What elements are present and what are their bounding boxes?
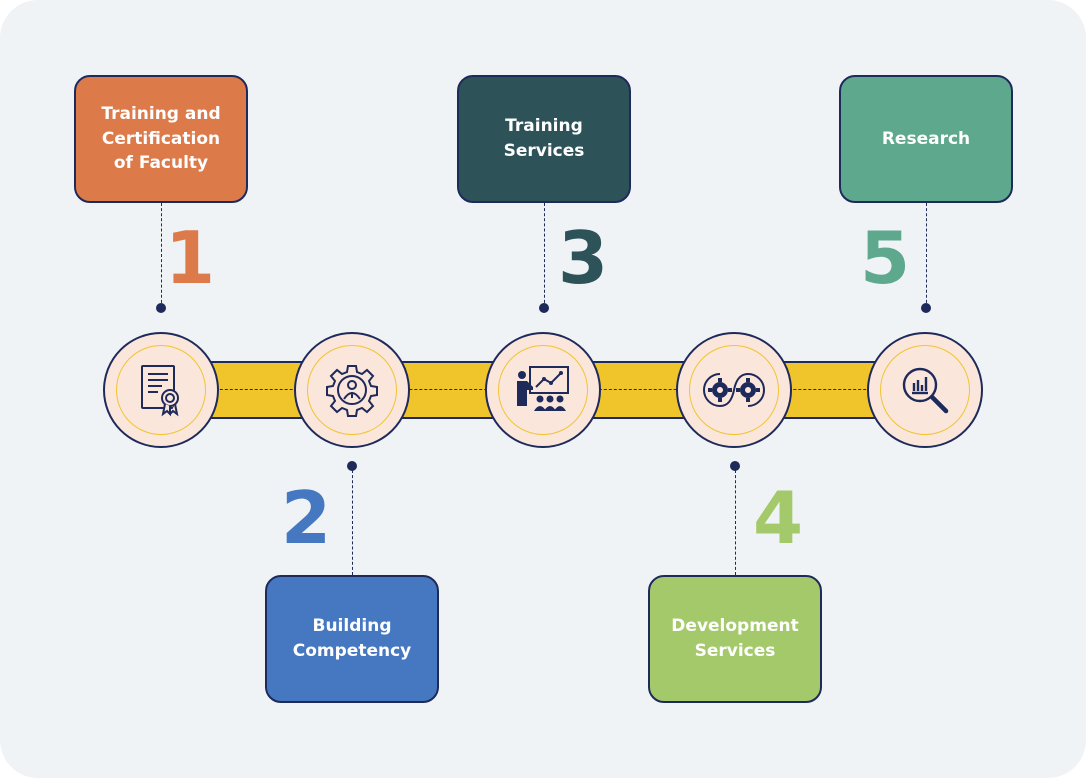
step-3-circle	[485, 332, 601, 448]
gears-cycle-icon	[703, 372, 765, 408]
step-2-box: Building Competency	[265, 575, 439, 703]
step-2-label: Building Competency	[292, 616, 412, 661]
step-3-box: Training Services	[457, 75, 631, 203]
step-4-label: Development Services	[671, 616, 799, 661]
step-4-connector	[735, 470, 736, 575]
step-4-circle	[676, 332, 792, 448]
step-3-number: 3	[557, 216, 609, 300]
gear-person-icon	[326, 365, 378, 417]
step-5-box: Research	[839, 75, 1013, 203]
step-5-dot	[921, 303, 931, 313]
step-1-box: Training and Certification of Faculty	[74, 75, 248, 203]
step-4-number: 4	[752, 476, 804, 560]
step-3-connector	[544, 203, 545, 308]
step-1-label: Training and Certification of Faculty	[101, 104, 221, 174]
step-5-circle	[867, 332, 983, 448]
presentation-icon	[517, 366, 569, 411]
step-5-connector	[926, 203, 927, 308]
step-5-label: Research	[881, 128, 971, 149]
step-1-circle	[103, 332, 219, 448]
step-3-dot	[539, 303, 549, 313]
step-2-connector	[352, 470, 353, 575]
step-2-number: 2	[280, 476, 332, 560]
step-3-label: Training Services	[503, 116, 585, 161]
certificate-icon	[141, 365, 179, 417]
step-5-number: 5	[859, 216, 911, 300]
step-1-number: 1	[164, 216, 216, 300]
step-4-dot	[730, 461, 740, 471]
step-2-circle	[294, 332, 410, 448]
step-1-dot	[156, 303, 166, 313]
magnifier-chart-icon	[902, 367, 949, 414]
step-2-dot	[347, 461, 357, 471]
step-4-box: Development Services	[648, 575, 822, 703]
step-1-connector	[161, 203, 162, 308]
